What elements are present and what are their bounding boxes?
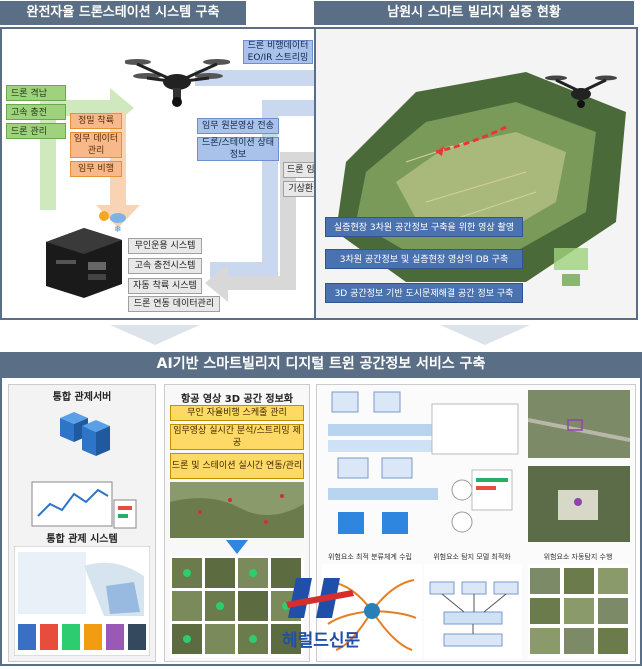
aerial-item-1: 임무영상 실시간 분석/스트리밍 제공 — [170, 424, 304, 450]
terrain-map-image — [336, 72, 626, 286]
satellite-images — [528, 390, 630, 542]
top-right-item-1: 3차원 공간정보 및 실증현장 영상의 DB 구축 — [325, 249, 523, 269]
weather-icon: ❄ — [99, 211, 126, 234]
top-right-item-2: 3D 공간정보 기반 도시문제해결 공간 정보 구축 — [325, 283, 523, 303]
flow-eo-ir: 드론 비행데이터 EO/IR 스트리밍 — [243, 40, 313, 64]
top-right-header: 남원시 스마트 빌리지 실증 현황 — [314, 1, 634, 25]
station-item-3: 드론 연동 데이터관리 — [128, 296, 220, 312]
detection-result-image — [528, 564, 630, 658]
drone-icon — [125, 59, 230, 107]
station-item-1: 고속 충전시스템 — [128, 258, 202, 274]
diagram-label-2: 위험요소 자동탐지 수행 — [543, 553, 613, 561]
flow-drone-status: 드론/스테이션 상태 정보 — [197, 137, 279, 161]
diagram-label-0: 위험요소 최적 분류체계 수립 — [328, 553, 412, 561]
monitor-icon — [31, 481, 137, 529]
aerial-item-2: 드론 및 스테이션 실시간 연동/관리 — [170, 453, 304, 479]
system-title: 통합 관제 시스템 — [46, 534, 118, 545]
ai-flowchart — [328, 391, 519, 534]
drone-station-icon — [46, 228, 122, 298]
top-left-header: 완전자율 드론스테이션 시스템 구축 — [0, 1, 246, 25]
green-item-0: 드론 격납 — [6, 85, 66, 101]
orange-item-2: 임무 비행 — [70, 161, 122, 177]
station-item-2: 자동 착륙 시스템 — [128, 278, 202, 294]
aerial-image — [170, 482, 304, 538]
top-right-item-0: 실증현장 3차원 공간정보 구축을 위한 영상 촬영 — [325, 217, 523, 237]
green-item-1: 고속 충전 — [6, 104, 66, 120]
aerial-item-0: 무인 자율비행 스케줄 관리 — [170, 405, 304, 421]
station-item-0: 무인운용 시스템 — [128, 238, 202, 254]
green-item-2: 드론 관리 — [6, 123, 66, 139]
model-diagram-image — [424, 564, 522, 658]
orange-item-0: 정밀 착륙 — [70, 113, 122, 129]
diagram-label-1: 위험요소 탐지 모델 최적화 — [433, 553, 511, 561]
server-title: 통합 관제서버 — [52, 392, 112, 403]
dashboard-image — [14, 546, 150, 656]
bottom-header: AI기반 스마트빌리지 디지털 트윈 공간정보 서비스 구축 — [0, 352, 642, 376]
server-icon — [60, 412, 110, 456]
aerial-title: 항공 영상 3D 공간 정보화 — [181, 394, 293, 405]
orange-item-1: 임무 데이터 관리 — [70, 132, 122, 158]
watermark-text: 헤럴드신문 — [282, 631, 361, 651]
flow-mission-video: 임무 원본영상 전송 — [197, 118, 279, 134]
svg-text:❄: ❄ — [114, 225, 122, 234]
watermark-logo-icon — [286, 578, 354, 618]
down-arrow-icon — [226, 540, 248, 554]
